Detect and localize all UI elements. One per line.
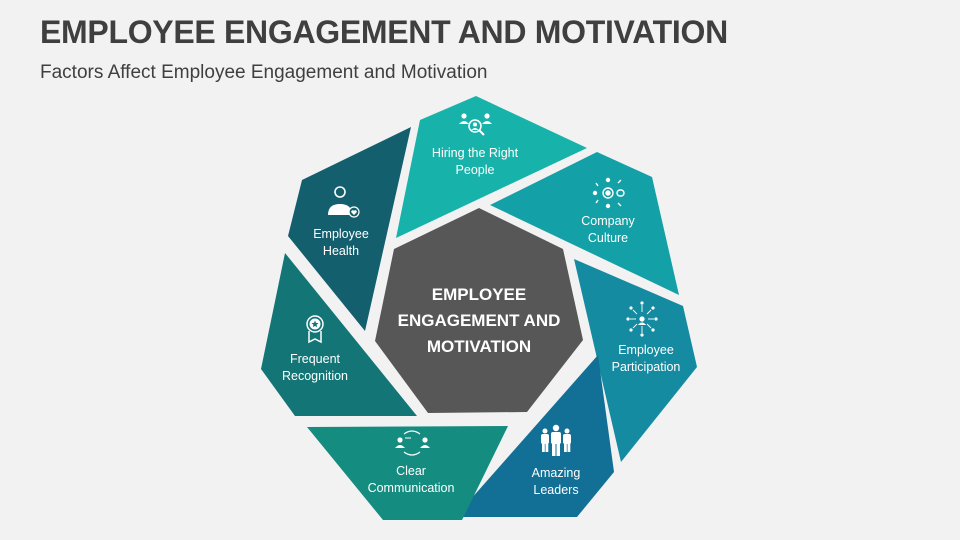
award-badge-icon <box>306 315 324 344</box>
segment-label-clear-communication: Clear Communication <box>367 464 455 495</box>
communication-exchange-icon <box>395 430 430 456</box>
employee-health-icon <box>328 186 360 218</box>
segment-label-employee-participation: Employee Participation <box>611 343 681 374</box>
segment-hiring <box>396 96 587 238</box>
segment-label-employee-health: Employee Health <box>313 227 369 258</box>
segment-employee-health <box>288 127 411 331</box>
segment-label-company-culture: Company Culture <box>581 214 635 245</box>
segment-company-culture <box>490 152 679 295</box>
segment-amazing-leaders <box>455 355 614 517</box>
center-heptagon <box>375 208 583 413</box>
segment-label-amazing-leaders: Amazing Leaders <box>531 466 581 497</box>
company-culture-cycle-icon <box>592 177 625 209</box>
page-subtitle: Factors Affect Employee Engagement and M… <box>40 62 488 83</box>
center-label: EMPLOYEE ENGAGEMENT AND MOTIVATION <box>397 285 561 356</box>
leaders-group-icon <box>541 424 571 456</box>
page-title: EMPLOYEE ENGAGEMENT AND MOTIVATION <box>40 14 728 50</box>
network-participation-icon <box>626 301 658 337</box>
segment-label-hiring: Hiring the Right People <box>431 146 519 177</box>
segment-frequent-recognition <box>261 253 417 416</box>
segment-label-frequent-recognition: Frequent Recognition <box>281 352 349 383</box>
segment-employee-participation <box>574 259 697 462</box>
hiring-search-people-icon <box>459 113 492 136</box>
segment-clear-communication <box>307 426 508 520</box>
